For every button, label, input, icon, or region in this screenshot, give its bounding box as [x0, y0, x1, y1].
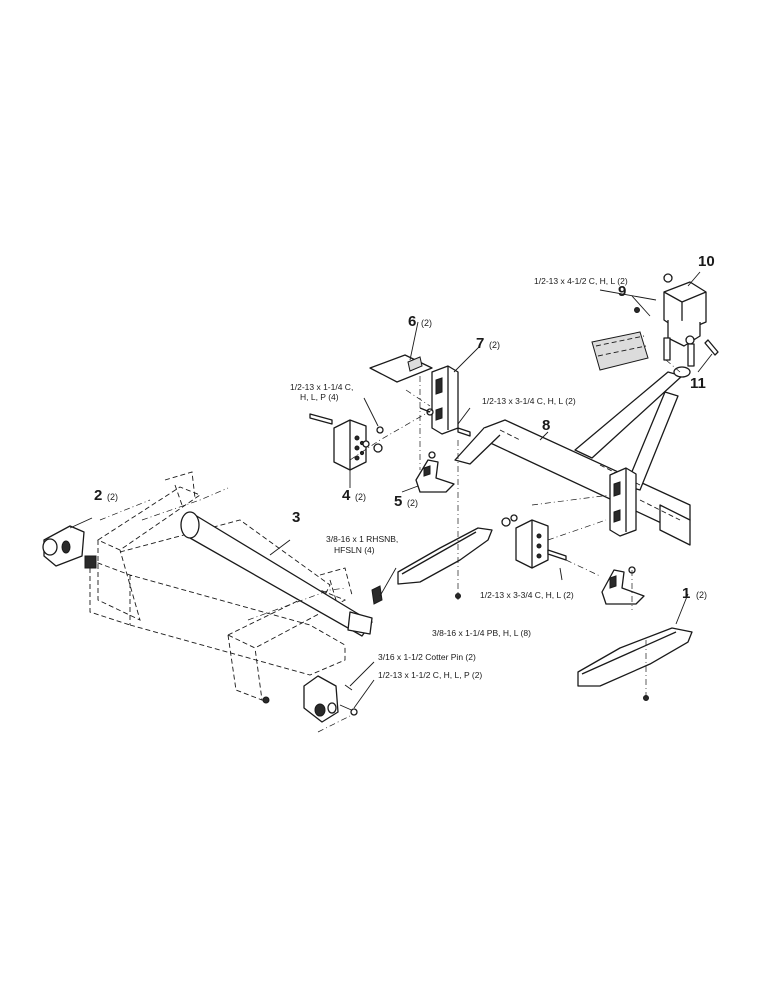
frame-right-bracket	[319, 567, 353, 601]
frame-left-bracket	[164, 471, 196, 506]
callout-1: 1 (2)	[682, 585, 707, 602]
label-bolt-1-5: 1/2-13 x 1-1/2 C, H, L, P (2)	[378, 670, 482, 680]
shank-bracket-right	[609, 467, 637, 537]
shim-plate	[369, 354, 433, 383]
mounting-plate-right	[501, 514, 549, 569]
bolt-3-25-icon	[457, 427, 471, 437]
callout-4: 4 (2)	[342, 487, 366, 504]
label-carriage-bolt-line1: 3/8-16 x 1 RHSNB,	[326, 534, 398, 544]
sweep-blade-right	[577, 627, 693, 687]
frame-end-block	[84, 555, 97, 569]
callout-10-number: 10	[698, 253, 715, 270]
callout-8: 8	[542, 417, 550, 434]
callout-7: 7 (2)	[476, 335, 500, 352]
label-cotter-pin: 3/16 x 1-1/2 Cotter Pin (2)	[378, 652, 476, 662]
callout-2: 2 (2)	[94, 487, 118, 504]
frame-left-plate	[97, 486, 201, 621]
callout-3: 3	[292, 509, 300, 526]
frame-bottom-rail	[89, 559, 346, 676]
toolbar-hidden-lines	[499, 429, 681, 521]
leader-lines	[269, 271, 713, 709]
bolt-1-5-icon	[350, 708, 358, 716]
label-bolt-1-25-line1: 1/2-13 x 1-1/4 C,	[290, 382, 353, 392]
callout-11-number: 11	[690, 375, 706, 392]
frame-bolt-head	[262, 696, 270, 704]
alignment-centerlines	[99, 359, 681, 733]
clamp-bolts	[634, 307, 719, 367]
label-carriage-bolt-line2: HFSLN (4)	[334, 545, 375, 555]
mounting-plate-left	[333, 419, 367, 471]
callout-11: 11	[690, 375, 706, 392]
callout-2-qty: (2)	[107, 492, 118, 502]
callout-6-qty: (2)	[421, 318, 432, 328]
callout-5-qty: (2)	[407, 498, 418, 508]
hitch-bracket-left	[42, 517, 93, 567]
shank-bracket	[419, 365, 459, 435]
toolbar-t-bar	[454, 366, 691, 546]
callout-6-number: 6	[408, 313, 416, 330]
callout-4-number: 4	[342, 487, 351, 504]
sweep-blade-left	[397, 527, 493, 585]
callout-3-number: 3	[292, 509, 300, 526]
callout-5: 5 (2)	[394, 493, 418, 510]
callout-10: 10	[698, 253, 715, 270]
label-bolt-3-75: 1/2-13 x 3-3/4 C, H, L (2)	[480, 590, 574, 600]
sweep-shank-left	[415, 451, 455, 493]
frame-front-rail	[119, 519, 331, 606]
callout-7-number: 7	[476, 335, 484, 352]
frame-cross-tube	[189, 511, 373, 637]
carriage-bolt-icon	[371, 585, 383, 605]
callout-7-qty: (2)	[489, 340, 500, 350]
sweep-shank-right	[601, 566, 645, 605]
hitch-bracket-right	[303, 675, 339, 723]
callout-4-qty: (2)	[355, 492, 366, 502]
cotter-pin-icon	[339, 684, 357, 713]
bolt-3-75-icon	[547, 549, 567, 561]
callout-6: 6 (2)	[408, 313, 432, 330]
callout-9-number: 9	[618, 283, 626, 300]
callout-2-number: 2	[94, 487, 102, 504]
label-bolt-3-25: 1/2-13 x 3-1/4 C, H, L (2)	[482, 396, 576, 406]
callout-8-number: 8	[542, 417, 550, 434]
label-plow-bolt: 3/8-16 x 1-1/4 PB, H, L (8)	[432, 628, 531, 638]
clamp-block	[663, 273, 707, 347]
callout-9: 9	[618, 283, 626, 300]
frame-cross-tube-cap	[347, 611, 373, 635]
bolts-1-25	[309, 413, 384, 453]
callout-5-number: 5	[394, 493, 402, 510]
main-frame-assembly	[84, 471, 373, 701]
label-bolt-1-25-line2: H, L, P (4)	[300, 392, 339, 402]
callout-1-qty: (2)	[696, 590, 707, 600]
frame-cross-tube-end	[180, 511, 200, 539]
spacer-block	[591, 331, 649, 371]
callout-1-number: 1	[682, 585, 690, 602]
label-bolt-4-5: 1/2-13 x 4-1/2 C, H, L (2)	[534, 276, 628, 286]
